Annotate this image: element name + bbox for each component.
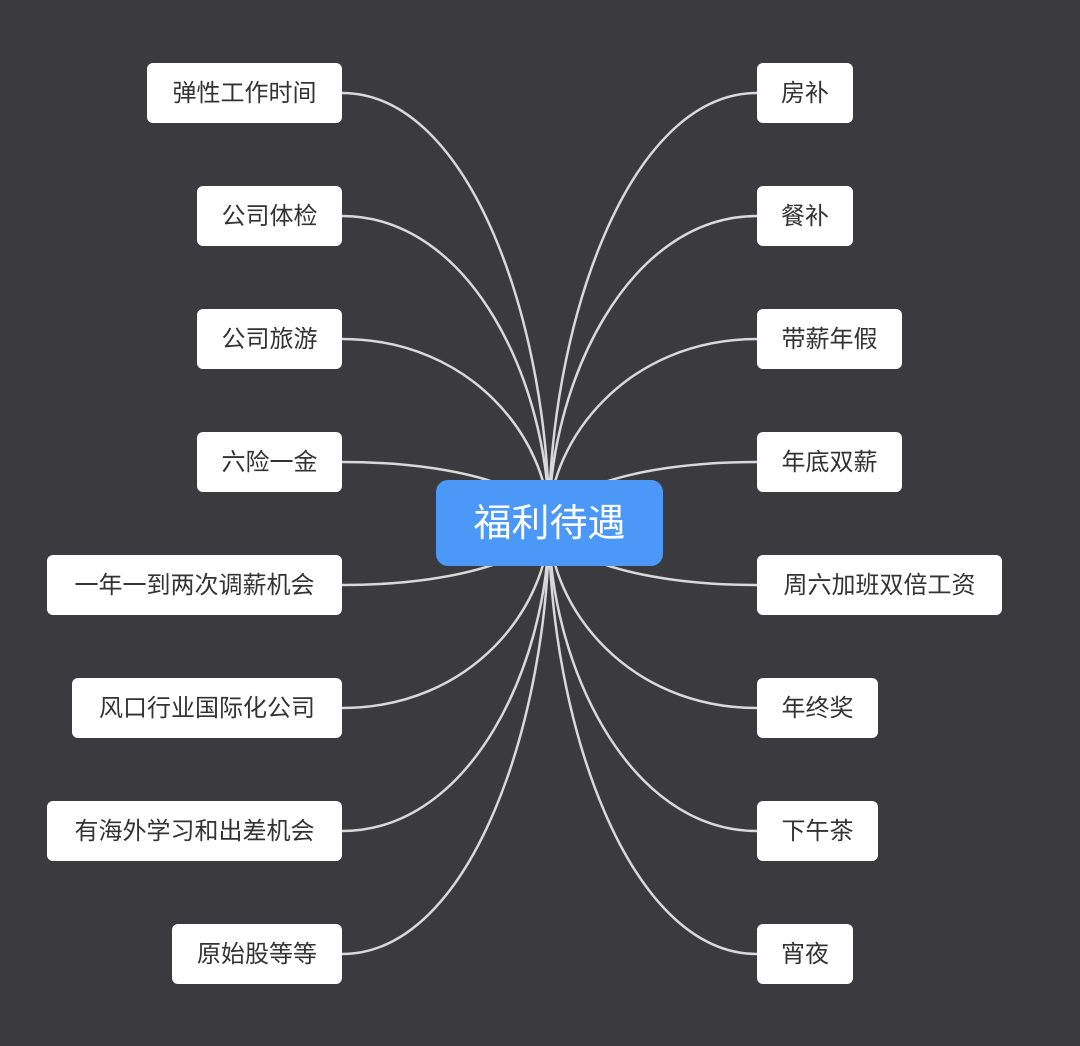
branch-node-paid-leave[interactable]: 带薪年假 xyxy=(757,309,902,369)
branch-node-stock-options[interactable]: 原始股等等 xyxy=(172,924,342,984)
branch-node-international-company[interactable]: 风口行业国际化公司 xyxy=(72,678,342,738)
branch-node-company-trip[interactable]: 公司旅游 xyxy=(197,309,342,369)
branch-node-weekend-overtime-pay[interactable]: 周六加班双倍工资 xyxy=(757,555,1002,615)
connector-right-6 xyxy=(547,521,759,833)
connector-left-0 xyxy=(340,91,551,525)
branch-node-year-end-bonus[interactable]: 年终奖 xyxy=(757,678,878,738)
branch-node-overseas-opportunity[interactable]: 有海外学习和出差机会 xyxy=(47,801,342,861)
branch-node-flexible-hours[interactable]: 弹性工作时间 xyxy=(147,63,342,123)
branch-node-salary-raise[interactable]: 一年一到两次调薪机会 xyxy=(47,555,342,615)
connector-left-6 xyxy=(340,521,551,833)
branch-node-late-night-snack[interactable]: 宵夜 xyxy=(757,924,853,984)
branch-node-meal-allowance[interactable]: 餐补 xyxy=(757,186,853,246)
branch-node-housing-allowance[interactable]: 房补 xyxy=(757,63,853,123)
branch-node-double-pay[interactable]: 年底双薪 xyxy=(757,432,902,492)
branch-node-social-insurance[interactable]: 六险一金 xyxy=(197,432,342,492)
connector-right-1 xyxy=(547,214,759,525)
connector-left-1 xyxy=(340,214,551,525)
branch-node-afternoon-tea[interactable]: 下午茶 xyxy=(757,801,878,861)
connector-left-7 xyxy=(340,521,551,956)
connector-right-7 xyxy=(547,521,759,956)
central-topic[interactable]: 福利待遇 xyxy=(436,480,663,566)
branch-node-health-checkup[interactable]: 公司体检 xyxy=(197,186,342,246)
connector-right-0 xyxy=(547,91,759,525)
